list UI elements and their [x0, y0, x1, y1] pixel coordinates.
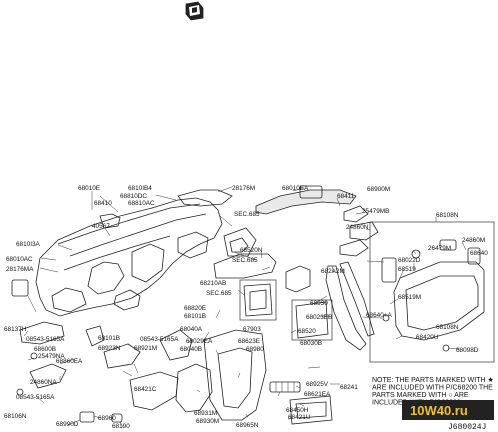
part-label: 68600B [34, 346, 56, 353]
part-label: 08543-5165A [140, 336, 179, 343]
part-label: 68640+A [366, 312, 393, 319]
part-label: 68960 [98, 415, 116, 422]
note-text: NOTE: THE PARTS MARKED WITH ★ [372, 376, 494, 384]
part-label: 68923N [98, 345, 121, 352]
lower-left-parts [11, 279, 105, 396]
part-label: 68410 [94, 200, 112, 207]
part-label: 68520N [240, 247, 263, 254]
part-label: 08543-5165A [26, 336, 65, 343]
part-labels: 68010E 6810IB4 68810DC 28176M 68010EA 68… [4, 185, 488, 430]
part-label: 68040A [180, 326, 203, 333]
part-label: 24860NA [30, 379, 57, 386]
part-label: 68023EB [306, 314, 332, 321]
upper-right-parts [299, 185, 379, 257]
part-label: 68040B [180, 346, 202, 353]
top-cover [177, 189, 233, 207]
part-label: SEC.685 [206, 290, 232, 297]
part-label: 68810DC [120, 193, 147, 200]
part-label: 68029EA [186, 338, 213, 345]
part-label: 68190 [112, 423, 130, 430]
part-label: 08543-5165A [16, 394, 55, 401]
part-label: SEC.685 [234, 211, 260, 218]
part-label: 28176M [232, 185, 255, 192]
part-label: 68101B [98, 335, 120, 342]
part-label: 6810I3A [16, 241, 41, 248]
part-label: 68101B [184, 313, 206, 320]
note-text-line: ARE INCLUDED WITH P/C68200 THE [372, 385, 493, 392]
part-label: 68210AB [200, 280, 226, 287]
part-label: 68098D [456, 347, 479, 354]
part-label: 25479MB [362, 208, 389, 215]
diagram-code: J680024J [448, 423, 486, 432]
part-label: 68420U [416, 334, 439, 341]
part-label: 68930 [310, 300, 328, 307]
part-label: 28176MA [6, 266, 34, 273]
part-label: 68921M [134, 345, 157, 352]
part-label: 68137H [4, 326, 27, 333]
part-label: 68820E [184, 305, 206, 312]
part-label: 68810AC [128, 200, 155, 207]
instrument-panel-body [35, 197, 223, 317]
glove-box-group [369, 221, 495, 363]
part-label: 68010E [78, 185, 100, 192]
part-label: 68030B [300, 340, 322, 347]
part-label: 68623E [238, 338, 260, 345]
part-label: 40567 [92, 223, 110, 230]
part-label: 68010AC [6, 256, 33, 263]
part-label: 68925V [306, 381, 329, 388]
part-label: 68931M [194, 410, 217, 417]
binder-clip-icon [185, 1, 204, 21]
part-label: 68411 [337, 193, 355, 200]
part-label: 68621EA [304, 391, 331, 398]
part-label: 24860N [346, 224, 369, 231]
part-label: 68930M [196, 418, 219, 425]
part-label: 25479NA [38, 353, 65, 360]
part-label: 68965N [236, 422, 259, 429]
part-label: SEC.685 [232, 257, 258, 264]
part-label: 68108N [436, 212, 459, 219]
part-label: 68421C [134, 386, 157, 393]
watermark-text: 10W40.ru [410, 403, 468, 418]
part-label: 26479M [428, 245, 451, 252]
part-label: 68010EA [282, 185, 309, 192]
lower-center-panel [203, 329, 267, 421]
part-label: 68860EA [56, 358, 83, 365]
part-label: 68980 [246, 346, 264, 353]
part-label: 682A2M [321, 268, 345, 275]
part-label: 68990D [56, 421, 79, 428]
part-label: 68519 [398, 266, 416, 273]
center-stack-panel [291, 261, 375, 351]
part-label: 68519M [398, 294, 421, 301]
note-text-line: PARTS MARKED WITH ○ ARE [372, 392, 469, 399]
leader-lines [23, 186, 467, 428]
lower-center-parts [79, 329, 213, 423]
part-label: 68241 [340, 384, 358, 391]
part-label: 6810IB4 [128, 185, 152, 192]
part-label: 68640 [470, 250, 488, 257]
part-label: 68421U [288, 414, 311, 421]
part-label: 68106N [4, 413, 27, 420]
watermark-badge: 10W40.ru [402, 400, 494, 420]
center-console-group [213, 227, 311, 321]
part-label: 67903 [243, 326, 261, 333]
part-label: 68022D [398, 257, 421, 264]
part-label: 68108N [436, 324, 459, 331]
part-label: 68520 [298, 328, 316, 335]
part-label: 68450H [286, 407, 309, 414]
part-label: 24860M [462, 237, 485, 244]
part-label: 68900M [367, 186, 390, 193]
switch-strip [269, 381, 333, 425]
